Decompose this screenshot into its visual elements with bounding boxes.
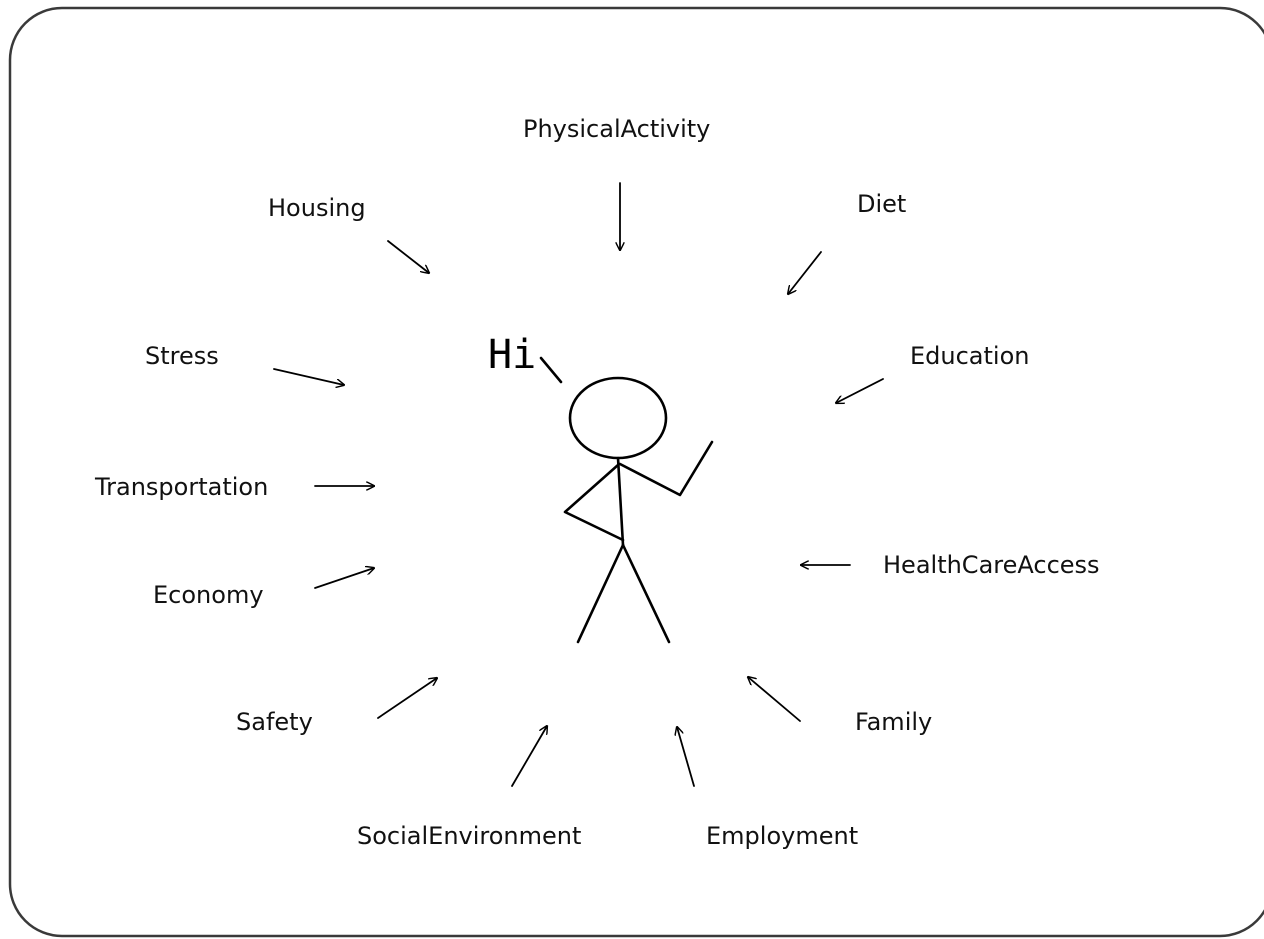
stick-figure-head (568, 376, 668, 460)
label-social-environment: SocialEnvironment (357, 822, 581, 850)
label-safety: Safety (236, 708, 313, 736)
arrow-employment (677, 727, 695, 787)
arrow-social-environment (511, 726, 547, 787)
label-diet: Diet (857, 190, 906, 218)
arrow-diet (788, 251, 822, 294)
factor-arrows (273, 182, 884, 787)
label-family: Family (855, 708, 932, 736)
arrow-education (836, 378, 884, 403)
stick-figure-right-leg (621, 543, 671, 644)
arrow-economy (314, 568, 374, 589)
label-housing: Housing (268, 194, 366, 222)
speech-greeting: Hi (488, 332, 536, 378)
outer-frame (8, 6, 1264, 938)
arrow-family (748, 677, 801, 722)
arrow-housing (387, 240, 429, 273)
stick-figure-left-arm (563, 463, 625, 542)
arrow-stress (273, 368, 344, 385)
stick-figure-body (616, 456, 625, 547)
factor-labels: PhysicalActivity Housing Diet Stress Edu… (94, 115, 1100, 850)
speech-line (539, 356, 563, 384)
label-stress: Stress (145, 342, 219, 370)
label-health-care-access: HealthCareAccess (883, 551, 1100, 579)
label-education: Education (910, 342, 1029, 370)
label-physical-activity: PhysicalActivity (523, 115, 710, 143)
stick-figure: Hi (488, 332, 714, 644)
label-employment: Employment (706, 822, 858, 850)
arrow-safety (377, 678, 437, 719)
stick-figure-left-leg (576, 543, 625, 644)
label-transportation: Transportation (94, 473, 268, 501)
label-economy: Economy (153, 581, 264, 609)
stick-figure-right-arm (618, 440, 714, 497)
